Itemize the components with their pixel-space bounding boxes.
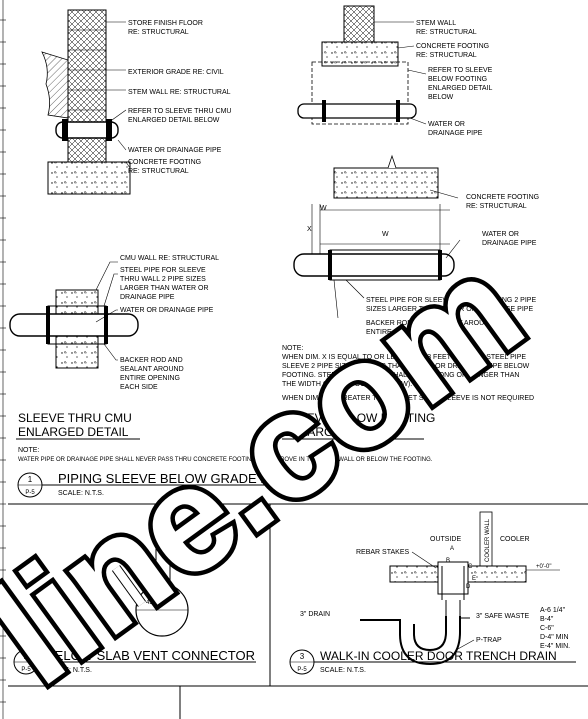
concrete-footing-ref: RE: STRUCTURAL — [128, 168, 189, 175]
dim-w-inner: W — [382, 231, 389, 238]
refer-sleeve-label: REFER TO SLEEVE THRU CMU — [128, 108, 231, 115]
p-trap-label: P-TRAP — [476, 637, 502, 644]
stem-wall-label: STEM WALL RE: STRUCTURAL — [128, 89, 231, 96]
refer-sleeve-label-2: BELOW FOOTING — [428, 76, 487, 83]
backer-rod-label-4: EACH SIDE — [120, 384, 158, 391]
dim-e: E — [472, 576, 476, 582]
concrete-footing-ref: RE: STRUCTURAL — [416, 52, 477, 59]
general-note-heading: NOTE: — [18, 447, 39, 454]
concrete-footing-label: CONCRETE FOOTING — [416, 43, 489, 50]
safe-waste-label: 3" SAFE WASTE — [476, 613, 530, 620]
backer-rod-label-2: SEALANT AROUND — [120, 366, 184, 373]
stem-wall-label: STEM WALL — [416, 20, 456, 27]
exterior-grade-label: EXTERIOR GRADE RE: CIVIL — [128, 69, 224, 76]
outside-label: OUTSIDE — [430, 536, 461, 543]
footing-note-line: WHEN DIM. X IS EQUAL TO OR LESS THAN 3 F… — [282, 354, 526, 361]
drain-label: 3" DRAIN — [300, 611, 330, 618]
dim-x: X — [307, 226, 312, 233]
refer-sleeve-label: REFER TO SLEEVE — [428, 67, 493, 74]
water-pipe-label: WATER OR DRAINAGE PIPE — [120, 307, 214, 314]
detail-1-scale: SCALE: N.T.S. — [58, 490, 104, 497]
detail-2-title: BELOW SLAB VENT CONNECTOR — [46, 648, 255, 663]
footing-note-line: FOOTING. STEEL PIPE SLEEVE SHALL BE AS L… — [282, 372, 519, 379]
footing-note-line: SLEEVE 2 PIPE SIZES LARGER THAN WATER OR… — [282, 363, 530, 370]
detail-3-sheet: P-5 — [297, 667, 307, 673]
cooler-label: COOLER — [500, 536, 530, 543]
refer-sleeve-label-4: BELOW — [428, 94, 454, 101]
pipe-label: WATER OR — [482, 231, 519, 238]
footing-note-heading: NOTE: — [282, 345, 303, 352]
dim-list-d: D-4" MIN — [540, 634, 569, 641]
trench-drain-detail: COOLER WALL OUTSIDE COOLER REBAR STAKES … — [300, 511, 570, 666]
detail-2-sheet: P-5 — [21, 667, 31, 673]
refer-sleeve-label-3: ENLARGED DETAIL — [428, 85, 493, 92]
concrete-footing-ref: RE: STRUCTURAL — [466, 203, 527, 210]
detail-2-scale: SCALE: N.T.S. — [46, 667, 92, 674]
dim-c: C — [468, 564, 473, 570]
store-floor-ref: RE: STRUCTURAL — [128, 29, 189, 36]
steel-pipe-label-2: THRU WALL 2 PIPE SIZES — [120, 276, 206, 283]
sheet-border-left — [0, 0, 6, 719]
steel-pipe-label: STEEL PIPE FOR SLEEVE UNDER FOOTING 2 PI… — [366, 297, 536, 304]
dim-list-a: A-6 1/4" — [540, 607, 566, 614]
cmu-detail-title: SLEEVE THRU CMU — [18, 411, 132, 425]
detail-3-number: 3 — [300, 652, 305, 661]
footing-sleeve-section-detail: STEM WALL RE: STRUCTURAL CONCRETE FOOTIN… — [297, 5, 493, 137]
vent-connector-detail: 45° — [111, 545, 189, 637]
store-floor-label: STORE FINISH FLOOR — [128, 20, 203, 27]
detail-1-title: PIPING SLEEVE BELOW GRADE DTLS — [58, 471, 294, 486]
detail-3-title: WALK-IN COOLER DOOR TRENCH DRAIN — [320, 649, 557, 663]
steel-pipe-label: STEEL PIPE FOR SLEEVE — [120, 267, 206, 274]
cmu-wall-label: CMU WALL RE: STRUCTURAL — [120, 255, 219, 262]
detail-3-scale: SCALE: N.T.S. — [320, 667, 366, 674]
concrete-footing-label: CONCRETE FOOTING — [466, 194, 539, 201]
rebar-stakes-label: REBAR STAKES — [356, 549, 409, 556]
refer-sleeve-label-2: ENLARGED DETAIL BELOW — [128, 117, 220, 124]
footing-note-line: THE WIDTH OF THE FOOTING (DIM W). — [282, 381, 412, 388]
steel-pipe-label-4: DRAINAGE PIPE — [120, 294, 175, 301]
detail-1-sheet: P-5 — [25, 490, 35, 496]
pipe-label: WATER OR — [428, 121, 465, 128]
footing-detail-title: SLEEVE BELOW FOOTING — [284, 411, 435, 425]
footing-detail-title-2: ENLARGED DETAIL — [284, 425, 395, 439]
backer-rod-label: BACKER ROD AND SEALANT AROUND — [366, 320, 494, 327]
detail-2-title-block: 2 P-5 BELOW SLAB VENT CONNECTOR SCALE: N… — [13, 648, 256, 675]
cooler-wall-label: COOLER WALL — [485, 518, 491, 562]
detail-1-number: 1 — [28, 475, 33, 484]
pipe-label-2: DRAINAGE PIPE — [428, 130, 483, 137]
dim-w-outer: W — [320, 205, 327, 212]
sleeve-thru-cmu-detail: CMU WALL RE: STRUCTURAL STEEL PIPE FOR S… — [9, 255, 219, 440]
general-note-text: WATER PIPE OR DRAINAGE PIPE SHALL NEVER … — [18, 457, 433, 463]
dim-list-e: E-4" MIN. — [540, 643, 570, 650]
steel-pipe-label-2: SIZES LARGER THAN WATER OR DRAINAGE PIPE — [366, 306, 533, 313]
steel-pipe-label-3: LARGER THAN WATER OR — [120, 285, 209, 292]
dim-b: B — [446, 558, 450, 564]
detail-1-title-block: 1 P-5 PIPING SLEEVE BELOW GRADE DTLS SCA… — [17, 471, 296, 498]
vent-angle-label: 45° — [146, 600, 156, 606]
detail-3-title-block: 3 P-5 WALK-IN COOLER DOOR TRENCH DRAIN S… — [289, 649, 576, 675]
elevation-label: +0'-0" — [536, 564, 551, 570]
dim-list-c: C-6" — [540, 625, 554, 632]
pipe-label-2: DRAINAGE PIPE — [482, 240, 537, 247]
stem-wall-ref: RE: STRUCTURAL — [416, 29, 477, 36]
backer-rod-label-2: ENTIRE OPENING EACH SIDE — [366, 329, 466, 336]
dim-a: A — [450, 546, 454, 552]
dim-d: D — [466, 584, 471, 590]
pipe-label: WATER OR DRAINAGE PIPE — [128, 147, 222, 154]
stem-wall-section-detail: STORE FINISH FLOOR RE: STRUCTURAL EXTERI… — [41, 9, 231, 195]
footing-note-line: WHEN DIM. X IS GREATER THAN 3 FEET STEEL… — [282, 395, 534, 402]
dim-list-b: B-4" — [540, 616, 554, 623]
concrete-footing-label: CONCRETE FOOTING — [128, 159, 201, 166]
detail-2-number: 2 — [24, 652, 29, 661]
cmu-detail-title-2: ENLARGED DETAIL — [18, 425, 129, 439]
sleeve-below-footing-detail: W W X CONCRETE FOOTING RE: STRUCTURAL WA… — [282, 154, 539, 440]
backer-rod-label-3: ENTIRE OPENING — [120, 375, 180, 382]
backer-rod-label: BACKER ROD AND — [120, 357, 183, 364]
